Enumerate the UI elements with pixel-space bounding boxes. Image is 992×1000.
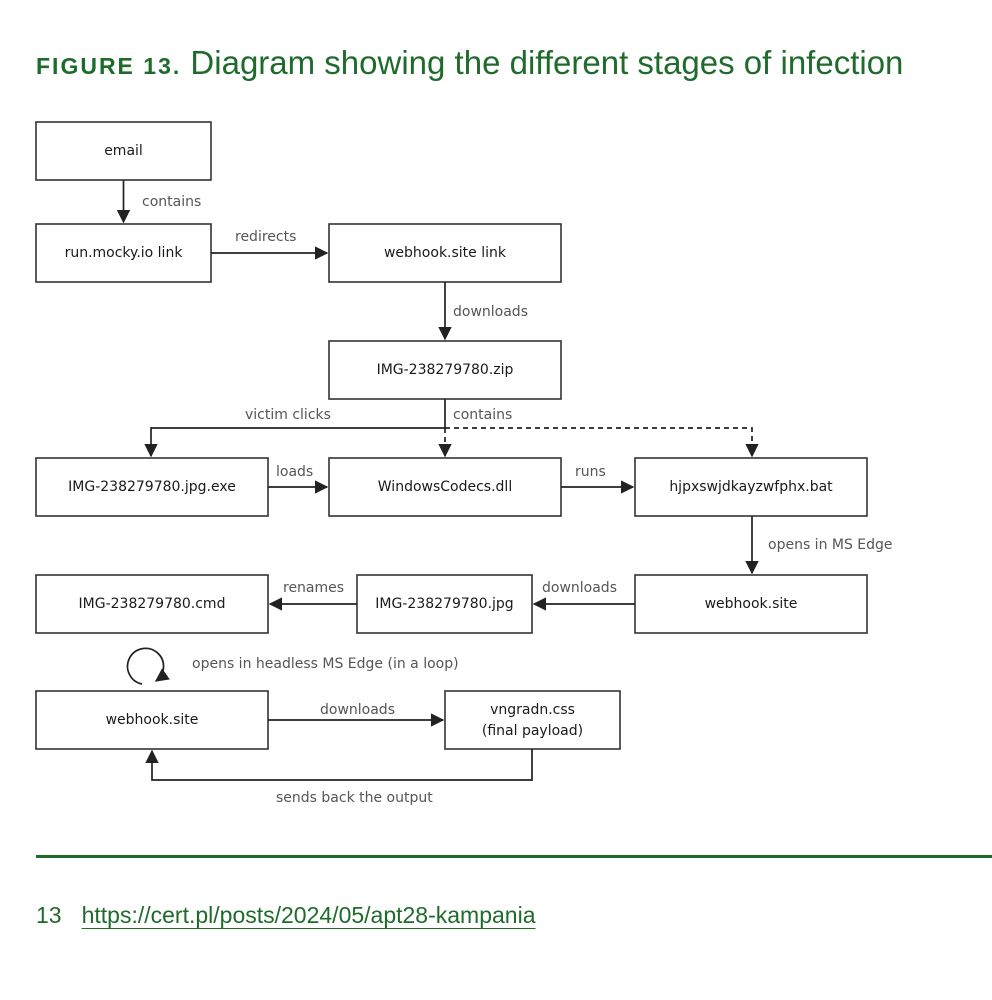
node-zip-label: IMG-238279780.zip bbox=[377, 362, 514, 378]
node-jpg-exe-label: IMG-238279780.jpg.exe bbox=[68, 479, 236, 495]
node-bat: hjpxswjdkayzwfphx.bat bbox=[634, 457, 868, 517]
node-webhook-site-link-label: webhook.site link bbox=[384, 245, 507, 261]
node-email-label: email bbox=[104, 143, 143, 159]
node-final-payload: vngradn.css (final payload) bbox=[444, 690, 621, 750]
edge-label-opens-ms-edge: opens in MS Edge bbox=[768, 537, 893, 553]
node-img-jpg-label: IMG-238279780.jpg bbox=[375, 596, 513, 612]
edge-label-sends-back: sends back the output bbox=[276, 790, 433, 806]
node-img-jpg: IMG-238279780.jpg bbox=[356, 574, 533, 634]
node-webhook-site-2-label: webhook.site bbox=[106, 712, 199, 728]
node-final-payload-line2: (final payload) bbox=[482, 723, 583, 739]
node-final-payload-line1: vngradn.css bbox=[490, 702, 575, 718]
edge-label-headless-loop: opens in headless MS Edge (in a loop) bbox=[192, 656, 459, 672]
node-webhook-site-1-label: webhook.site bbox=[705, 596, 798, 612]
edge-label-contains-2: contains bbox=[453, 407, 512, 423]
node-webhook-site-1: webhook.site bbox=[634, 574, 868, 634]
node-zip: IMG-238279780.zip bbox=[328, 340, 562, 400]
edge-label-runs: runs bbox=[575, 464, 606, 480]
node-run-mocky-link: run.mocky.io link bbox=[35, 223, 212, 283]
infection-flow-diagram: email run.mocky.io link webhook.site lin… bbox=[35, 121, 893, 806]
figure-caption: FIGURE 13. Diagram showing the different… bbox=[36, 44, 903, 82]
node-webhook-site-link: webhook.site link bbox=[328, 223, 562, 283]
node-jpg-exe: IMG-238279780.jpg.exe bbox=[35, 457, 269, 517]
footnote-link[interactable]: https://cert.pl/posts/2024/05/apt28-kamp… bbox=[81, 902, 536, 928]
edge-payload-to-webhook-site-2 bbox=[145, 749, 533, 781]
figure-title: Diagram showing the different stages of … bbox=[181, 44, 904, 81]
node-windows-codecs: WindowsCodecs.dll bbox=[328, 457, 562, 517]
edge-label-redirects: redirects bbox=[235, 229, 296, 245]
edge-label-downloads-3: downloads bbox=[320, 702, 395, 718]
edge-label-downloads-1: downloads bbox=[453, 304, 528, 320]
node-run-mocky-link-label: run.mocky.io link bbox=[65, 245, 184, 261]
edge-label-victim-clicks: victim clicks bbox=[245, 407, 331, 423]
edge-label-loads: loads bbox=[276, 464, 313, 480]
loop-arrow-icon bbox=[126, 647, 170, 685]
node-webhook-site-2: webhook.site bbox=[35, 690, 269, 750]
edge-label-downloads-2: downloads bbox=[542, 580, 617, 596]
edge-zip-to-bat bbox=[445, 427, 759, 458]
footer-divider bbox=[36, 855, 992, 858]
figure-number: FIGURE 13. bbox=[36, 53, 182, 79]
node-img-cmd-label: IMG-238279780.cmd bbox=[79, 596, 226, 612]
node-windows-codecs-label: WindowsCodecs.dll bbox=[378, 479, 512, 495]
edge-label-contains: contains bbox=[142, 194, 201, 210]
footnote-number: 13 bbox=[36, 902, 62, 928]
footnote: 13 https://cert.pl/posts/2024/05/apt28-ka… bbox=[36, 902, 535, 929]
node-bat-label: hjpxswjdkayzwfphx.bat bbox=[669, 479, 833, 495]
node-img-cmd: IMG-238279780.cmd bbox=[35, 574, 269, 634]
edge-label-renames: renames bbox=[283, 580, 344, 596]
edge-zip-to-jpg-exe bbox=[144, 427, 445, 458]
node-email: email bbox=[35, 121, 212, 181]
